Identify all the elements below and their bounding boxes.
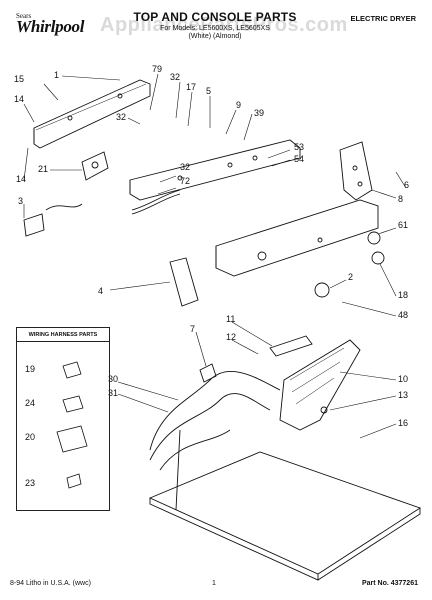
part-19-shape <box>62 361 82 379</box>
knob-18 <box>371 251 385 265</box>
end-cap-left <box>169 257 199 307</box>
callout-3: 3 <box>18 196 24 206</box>
control-panel <box>129 139 301 201</box>
callout-1: 1 <box>54 70 60 80</box>
legend-item-20: 20 <box>25 432 36 442</box>
callout-53: 53 <box>294 142 305 152</box>
callout-8: 8 <box>398 194 404 204</box>
footer-print-info: 8-94 Litho in U.S.A. (wwc) <box>10 580 91 587</box>
legend-item-19: 19 <box>25 364 36 374</box>
callout-32c: 32 <box>180 162 191 172</box>
callout-17: 17 <box>186 82 197 92</box>
finish-colors: (White) (Almond) <box>188 33 242 40</box>
main-wiring-harness <box>149 371 281 451</box>
knob-61 <box>367 231 381 245</box>
console-back-panel <box>33 79 151 149</box>
callout-5: 5 <box>206 86 212 96</box>
callout-54: 54 <box>294 154 305 164</box>
brand-logo: Sears Whirlpool <box>14 12 100 38</box>
callout-14a: 14 <box>14 94 25 104</box>
timer-bracket <box>81 151 109 181</box>
callout-2: 2 <box>348 272 354 282</box>
callout-12: 12 <box>226 332 237 342</box>
part-23-shape <box>66 473 82 489</box>
callout-31: 31 <box>108 388 119 398</box>
wire-72 <box>131 189 181 211</box>
lint-filter-housing <box>279 339 361 431</box>
connector-3 <box>23 213 45 237</box>
callout-13: 13 <box>398 390 409 400</box>
brand-sub: Sears <box>16 12 32 20</box>
callout-48: 48 <box>398 310 409 320</box>
callout-18: 18 <box>398 290 409 300</box>
legend-title: WIRING HARNESS PARTS <box>17 332 109 342</box>
callout-10: 10 <box>398 374 409 384</box>
end-cap-right <box>339 141 373 201</box>
footer-page-number: 1 <box>212 580 216 587</box>
footer-part-number: Part No. 4377261 <box>361 580 418 587</box>
callout-14b: 14 <box>16 174 27 184</box>
callout-16: 16 <box>398 418 409 428</box>
callout-11: 11 <box>226 314 236 324</box>
document-type: ELECTRIC DRYER <box>350 14 416 23</box>
screw-13 <box>320 406 328 414</box>
callout-4: 4 <box>98 286 104 296</box>
part-20-shape <box>56 425 88 453</box>
callout-39: 39 <box>254 108 265 118</box>
brand-name: Whirlpool <box>16 17 85 36</box>
part-24-shape <box>62 395 84 413</box>
legend-item-23: 23 <box>25 478 36 488</box>
callout-72: 72 <box>180 176 191 186</box>
callout-9: 9 <box>236 100 242 110</box>
model-numbers: For Models: LE5600XS, LE5605XS <box>160 25 270 32</box>
callout-32: 32 <box>170 72 181 82</box>
callout-15: 15 <box>14 74 25 84</box>
callout-7: 7 <box>190 324 196 334</box>
callout-79: 79 <box>152 64 163 74</box>
lint-screen-cover <box>269 335 313 357</box>
callout-61: 61 <box>398 220 409 230</box>
legend-item-24: 24 <box>25 398 36 408</box>
console-base <box>215 199 379 277</box>
watermark: AppliancePartsPros.com <box>100 14 348 36</box>
legend-parts-art <box>56 361 88 489</box>
callout-30: 30 <box>108 374 119 384</box>
knob-48 <box>314 282 330 298</box>
callout-6: 6 <box>404 180 410 190</box>
dryer-top <box>148 451 422 575</box>
page-title: TOP AND CONSOLE PARTS <box>133 10 297 24</box>
callout-21: 21 <box>38 164 49 174</box>
screw-7 <box>199 363 217 383</box>
callout-32b: 32 <box>116 112 127 122</box>
wiring-harness-legend: WIRING HARNESS PARTS 19 24 20 23 <box>16 327 110 511</box>
